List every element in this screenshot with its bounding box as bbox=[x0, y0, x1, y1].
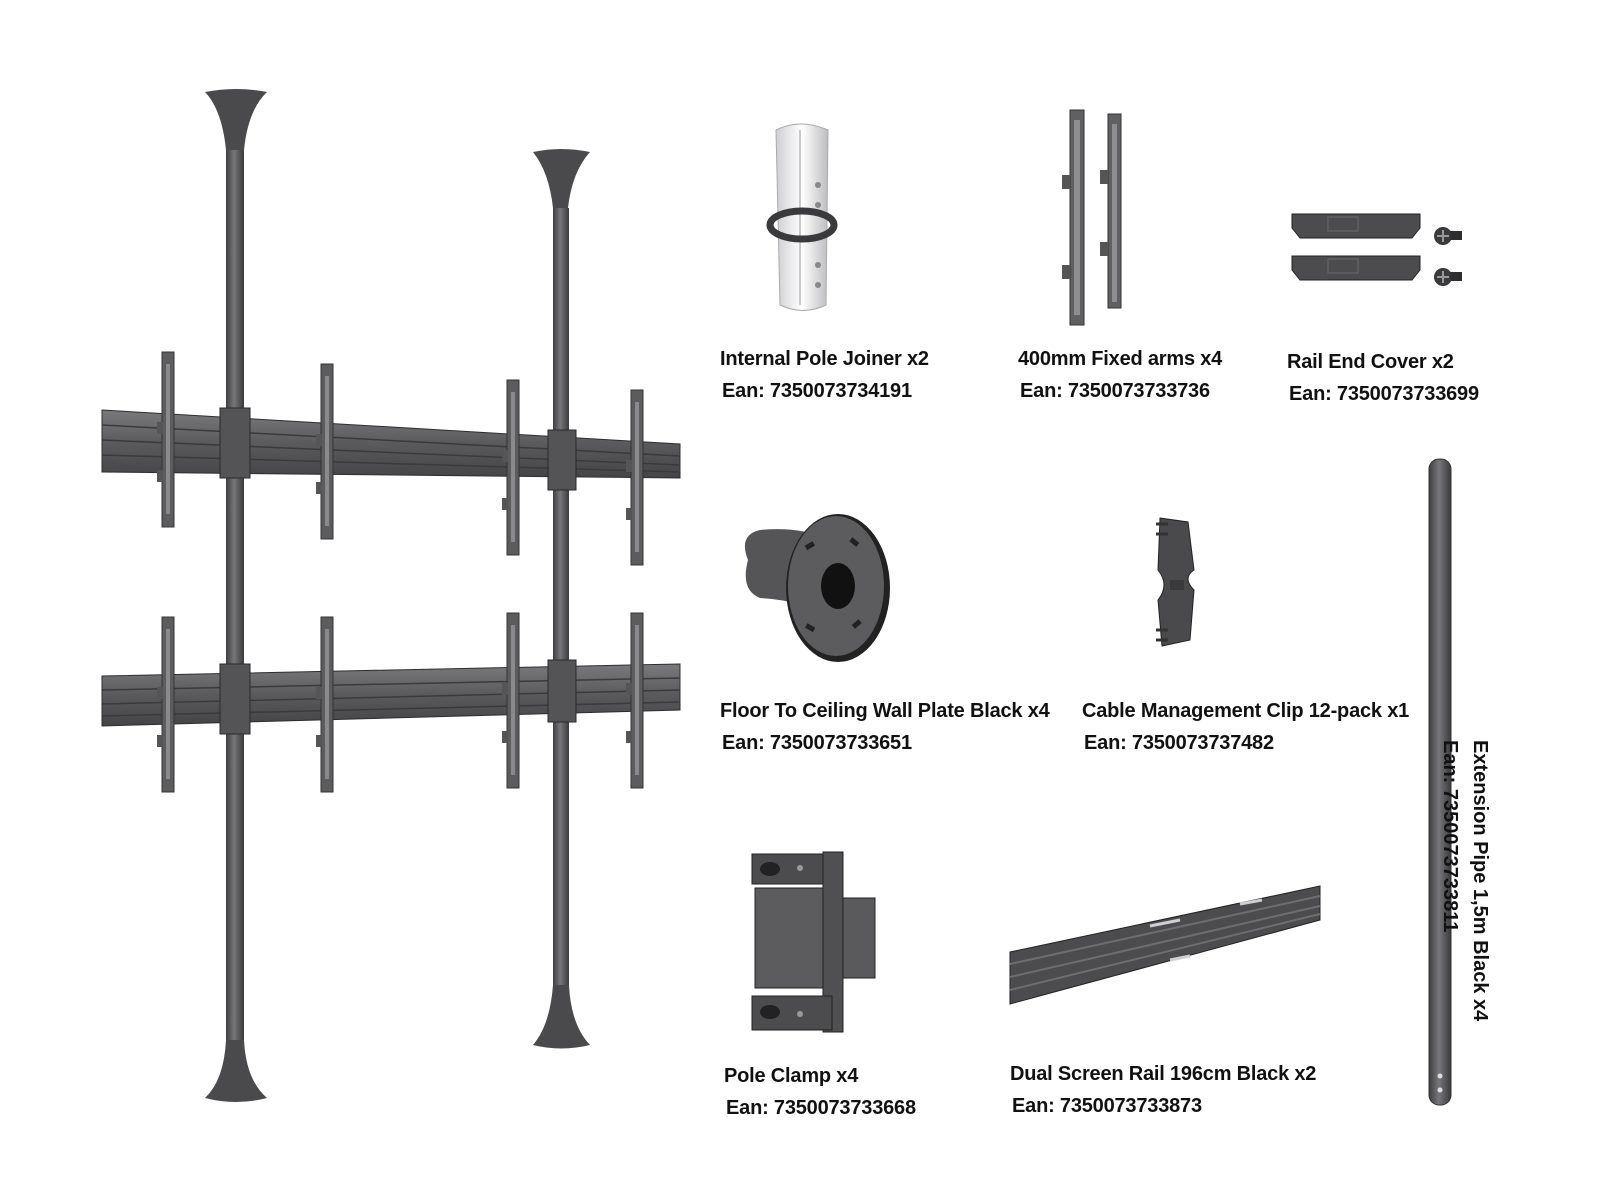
caption-extension-pipe: Extension Pipe 1,5m Black x4 Ean: 735007… bbox=[1435, 740, 1495, 1022]
part-ean: Ean: 7350073733811 bbox=[1439, 740, 1461, 933]
part-ean: Ean: 7350073733736 bbox=[1020, 380, 1210, 402]
caption-fixed-arms: 400mm Fixed arms x4 Ean: 7350073733736 bbox=[1018, 343, 1222, 407]
caption-internal-pole-joiner: Internal Pole Joiner x2 Ean: 73500737341… bbox=[720, 343, 929, 407]
part-ean: Ean: 7350073734191 bbox=[722, 380, 912, 402]
part-name: Extension Pipe 1,5m Black x4 bbox=[1469, 740, 1491, 1022]
part-ean: Ean: 7350073733699 bbox=[1289, 383, 1479, 405]
part-name: Rail End Cover x2 bbox=[1287, 351, 1454, 373]
extension-pipe-icon bbox=[1428, 458, 1452, 1106]
wall-plate-icon bbox=[744, 514, 890, 662]
part-name: Dual Screen Rail 196cm Black x2 bbox=[1010, 1063, 1317, 1085]
part-name: Internal Pole Joiner x2 bbox=[720, 348, 929, 370]
caption-pole-clamp: Pole Clamp x4 Ean: 7350073733668 bbox=[724, 1060, 916, 1124]
pole-joiner-icon bbox=[766, 123, 838, 311]
pole-clamp-icon bbox=[751, 851, 876, 1033]
part-ean: Ean: 7350073737482 bbox=[1084, 732, 1274, 754]
part-name: Cable Management Clip 12-pack x1 bbox=[1082, 700, 1410, 722]
cable-clip-icon bbox=[1156, 517, 1195, 647]
part-name: Floor To Ceiling Wall Plate Black x4 bbox=[720, 700, 1050, 722]
part-name: 400mm Fixed arms x4 bbox=[1018, 348, 1223, 370]
caption-rail-end-cover: Rail End Cover x2 Ean: 7350073733699 bbox=[1287, 346, 1479, 410]
part-name: Pole Clamp x4 bbox=[724, 1065, 859, 1087]
part-ean: Ean: 7350073733873 bbox=[1012, 1095, 1202, 1117]
dual-rail-icon bbox=[1009, 885, 1321, 1005]
caption-dual-rail: Dual Screen Rail 196cm Black x2 Ean: 735… bbox=[1010, 1058, 1316, 1122]
part-ean: Ean: 7350073733668 bbox=[726, 1097, 916, 1119]
caption-wall-plate: Floor To Ceiling Wall Plate Black x4 Ean… bbox=[720, 695, 1050, 759]
mounting-arms-icon bbox=[1062, 109, 1122, 326]
part-ean: Ean: 7350073733651 bbox=[722, 732, 912, 754]
rail-end-cover-icon bbox=[1291, 213, 1462, 286]
floor-to-ceiling-video-wall-mount-icon bbox=[101, 89, 681, 1102]
caption-cable-clip: Cable Management Clip 12-pack x1 Ean: 73… bbox=[1082, 695, 1409, 759]
